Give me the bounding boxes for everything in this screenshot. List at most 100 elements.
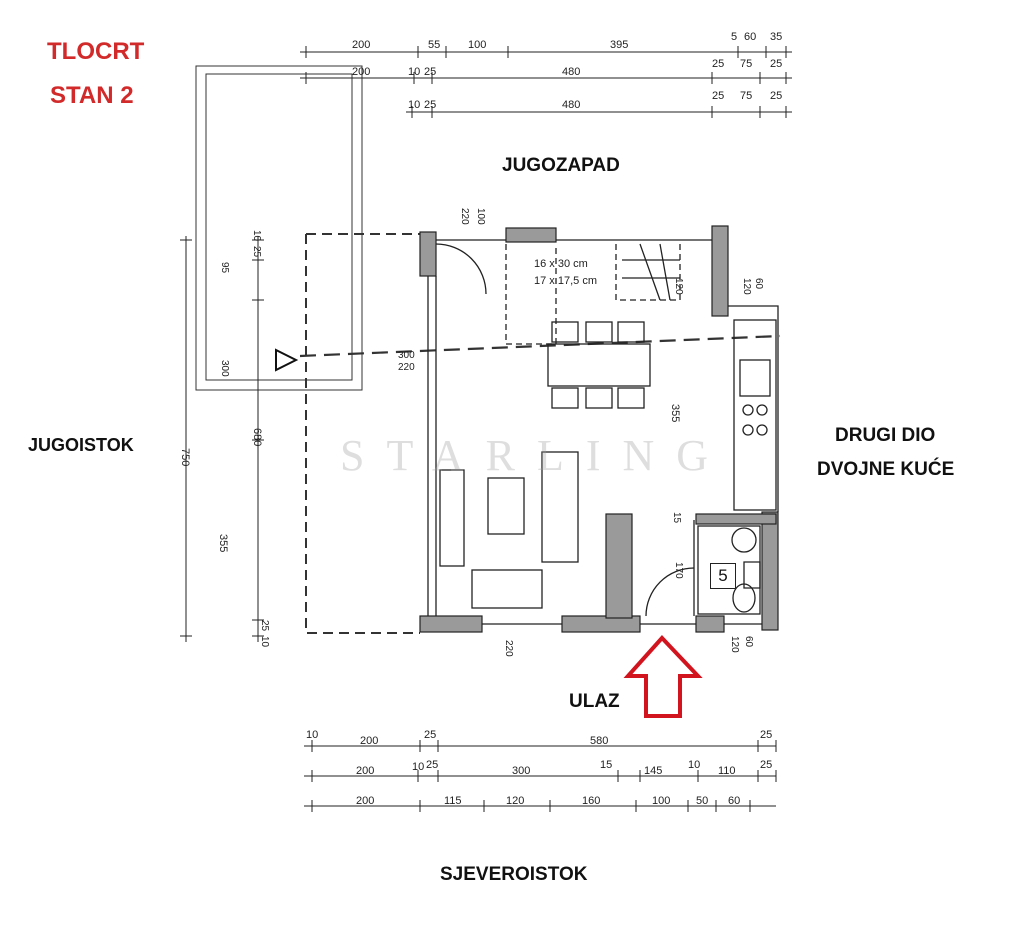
dim-top-1-a: 200 (352, 39, 370, 51)
plan-dim-220-c: 220 (503, 640, 514, 657)
hob-1 (742, 404, 754, 416)
chair-3 (617, 321, 645, 343)
dim-bottom-1-c: 25 (424, 729, 436, 741)
dim-top-2-b: 10 (408, 66, 420, 78)
dim-bottom-2-b: 10 (412, 761, 424, 773)
sofa (541, 451, 579, 563)
dim-bottom-3-f: 50 (696, 795, 708, 807)
sink (739, 359, 771, 397)
dim-left-750: 750 (179, 448, 191, 466)
plan-dim-60-b: 60 (753, 278, 764, 290)
dim-bottom-1-d: 580 (590, 735, 608, 747)
tv-unit (439, 469, 465, 567)
yard-boundary (305, 233, 420, 634)
dim-left-680: 680 (251, 428, 263, 446)
dim-bottom-2-g: 10 (688, 759, 700, 771)
stairs-size-riser: 17 x 17,5 cm (534, 275, 597, 287)
hob-3 (742, 424, 754, 436)
wall-e (761, 511, 779, 631)
wall-nw (419, 231, 437, 277)
coffee-table (487, 477, 525, 535)
dim-bottom-3-g: 60 (728, 795, 740, 807)
dim-bottom-1-e: 25 (760, 729, 772, 741)
dim-bottom-2-f: 145 (644, 765, 662, 777)
dim-top-2-d: 480 (562, 66, 580, 78)
dim-top-3-d: 25 (712, 90, 724, 102)
dim-bottom-3-a: 200 (356, 795, 374, 807)
dining-table (547, 343, 651, 387)
chair-5 (585, 387, 613, 409)
dim-bottom-2-a: 200 (356, 765, 374, 777)
orientation-left: JUGOISTOK (28, 435, 134, 455)
dim-top-1-d: 395 (610, 39, 628, 51)
dim-top-3-f: 25 (770, 90, 782, 102)
dim-left-95: 95 (219, 262, 230, 274)
dim-left-300: 300 (219, 360, 230, 377)
kitchen-counter (733, 319, 777, 511)
chair-4 (551, 387, 579, 409)
dim-bottom-3-d: 160 (582, 795, 600, 807)
plan-dim-15: 15 (671, 512, 682, 524)
plan-dim-170: 170 (673, 562, 684, 579)
section-line (299, 334, 781, 358)
wall-sw (419, 615, 483, 633)
dim-bottom-2-d: 300 (512, 765, 530, 777)
chair-2 (585, 321, 613, 343)
terrace-inner-outline (205, 73, 353, 381)
dim-left-10: 10 (251, 230, 262, 242)
dim-top-1-g: 35 (770, 31, 782, 43)
plan-dim-120-c: 120 (673, 278, 684, 295)
dim-bottom-3-e: 100 (652, 795, 670, 807)
orientation-right-line1: DRUGI DIO (835, 425, 936, 446)
plan-dim-300: 300 (398, 350, 415, 361)
plan-dim-220-a: 220 (459, 208, 470, 225)
dim-top-2-e: 25 (712, 58, 724, 70)
dim-top-1-c: 100 (468, 39, 486, 51)
dim-bottom-2-i: 25 (760, 759, 772, 771)
dim-top-3-e: 75 (740, 90, 752, 102)
dim-top-2-a: 200 (352, 66, 370, 78)
dim-left-10b: 10 (259, 636, 270, 648)
dim-top-2-f: 75 (740, 58, 752, 70)
wall-inner (605, 513, 633, 619)
chair-6 (617, 387, 645, 409)
plan-dim-120-a: 120 (729, 636, 740, 653)
armchair (471, 569, 543, 609)
plan-dim-355: 355 (669, 404, 681, 422)
door-swing-nw (435, 243, 487, 295)
room-number-badge: 5 (710, 563, 736, 589)
plan-dim-220-b: 220 (398, 362, 415, 373)
dim-left-25b: 25 (259, 620, 270, 632)
dim-left-355: 355 (217, 534, 229, 552)
orientation-right-line2: DVOJNE KUĆE (817, 459, 955, 480)
door-swing-entrance (645, 567, 695, 617)
dim-top-1-b: 55 (428, 39, 440, 51)
dim-bottom-1-b: 200 (360, 735, 378, 747)
dim-top-3-c: 480 (562, 99, 580, 111)
dim-top-2-g: 25 (770, 58, 782, 70)
wall-bath-top (695, 513, 777, 525)
wall-east-line (728, 305, 779, 512)
terrace-outline (195, 65, 363, 391)
dim-top-3-b: 25 (424, 99, 436, 111)
entrance-arrow-icon (623, 635, 703, 718)
dim-bottom-3-c: 120 (506, 795, 524, 807)
stairs-left (505, 244, 557, 345)
entrance-label: ULAZ (569, 691, 620, 712)
section-marker-a (275, 348, 299, 372)
dim-top-1-e: 5 (731, 31, 737, 43)
dim-bottom-1-a: 10 (306, 729, 318, 741)
dim-top-1-f: 60 (744, 31, 756, 43)
orientation-top: JUGOZAPAD (502, 155, 620, 176)
orientation-bottom: SJEVEROISTOK (440, 864, 588, 885)
dim-bottom-2-e: 15 (600, 759, 612, 771)
dim-left-25: 25 (251, 246, 262, 258)
chair-1 (551, 321, 579, 343)
wall-top (505, 227, 557, 243)
dim-bottom-3-b: 115 (444, 795, 462, 807)
watermark: STARLING (340, 431, 731, 480)
hob-4 (756, 424, 768, 436)
plan-dim-120-b: 120 (741, 278, 752, 295)
